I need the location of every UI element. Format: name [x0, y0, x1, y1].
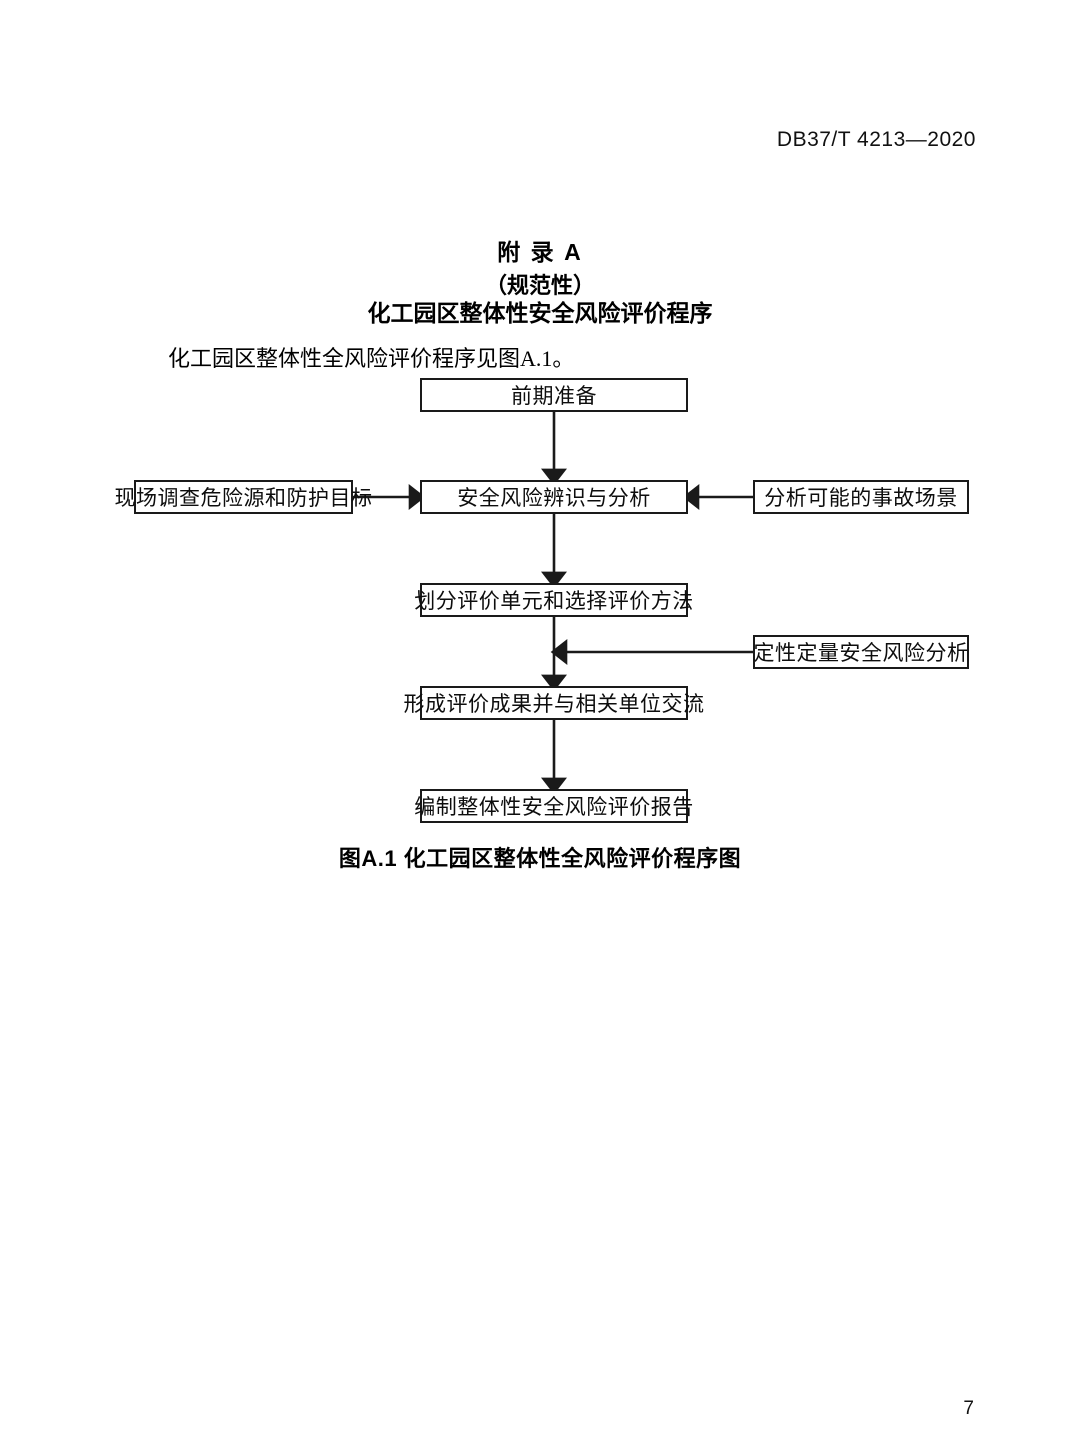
flow-node-site-survey: 现场调查危险源和防护目标 — [115, 480, 372, 514]
figure-caption: 图A.1 化工园区整体性全风险评价程序图 — [338, 846, 742, 871]
flowchart-connectors — [353, 412, 753, 795]
page-number: 7 — [963, 1398, 974, 1419]
flow-node-results-exchange: 形成评价成果并与相关单位交流 — [404, 686, 704, 720]
flow-node-final-report: 编制整体性安全风险评价报告 — [414, 789, 693, 823]
annex-title: 附 录 A — [497, 239, 583, 265]
annex-name: 化工园区整体性安全风险评价程序 — [367, 300, 713, 326]
flow-node-preparation: 前期准备 — [420, 378, 688, 412]
body-paragraph: 化工园区整体性全风险评价程序见图A.1。 — [168, 346, 575, 371]
document-standard-code: DB37/T 4213—2020 — [776, 128, 976, 151]
flow-node-risk-identification: 安全风险辨识与分析 — [420, 480, 688, 514]
flow-node-quantitative-analysis: 定性定量安全风险分析 — [753, 635, 969, 669]
annex-subtitle: （规范性） — [484, 273, 595, 298]
flow-node-units-methods: 划分评价单元和选择评价方法 — [414, 583, 693, 617]
flowchart: 前期准备 现场调查危险源和防护目标 安全风险辨识与分析 分析可能的事故场景 划分… — [115, 378, 969, 823]
flow-node-accident-scenario: 分析可能的事故场景 — [753, 480, 969, 514]
